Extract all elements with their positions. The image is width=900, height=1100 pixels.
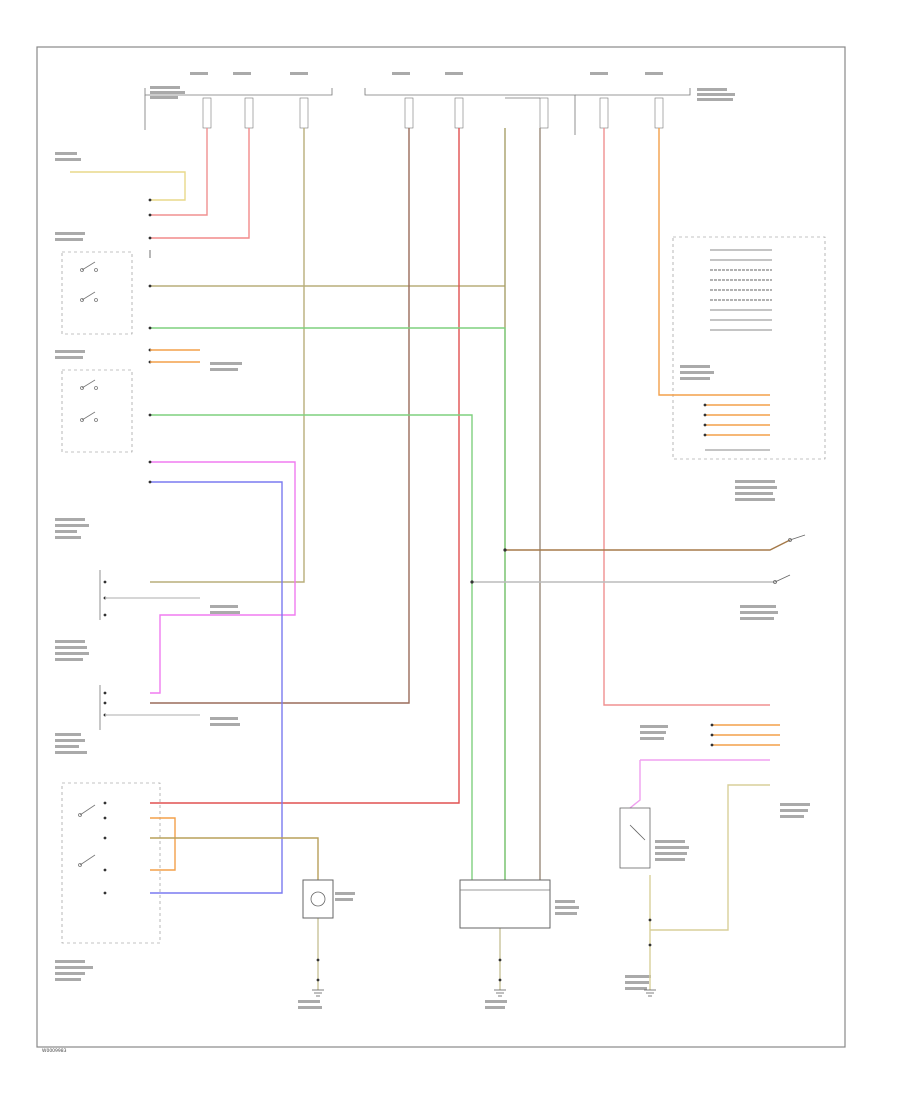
right-stubs-lower (712, 724, 780, 746)
fuse-8 (654, 97, 664, 129)
wire-pink-fuse1 (150, 128, 208, 216)
wire-orange-fuse8 (658, 128, 770, 396)
right-mid-switch (773, 534, 806, 584)
central-module (459, 879, 551, 929)
wire-yellow-top (70, 171, 186, 201)
wire-red-fuse2 (150, 128, 250, 239)
fuse-labels (55, 72, 810, 1009)
switch-contacts-upper (80, 261, 98, 302)
fuse-block-middle (364, 88, 576, 135)
switch-contacts-lower (80, 379, 98, 422)
lamp-symbol (302, 879, 334, 919)
fuse-block-left (144, 88, 333, 130)
wire-brown-mid (505, 539, 791, 551)
wire-pink-vertical (629, 760, 641, 809)
switch-box-upper (61, 251, 133, 335)
fuse-5 (454, 97, 464, 129)
wire-red-fuse7 (603, 128, 770, 706)
right-switch-symbol (619, 807, 651, 869)
wire-orange-switch (150, 817, 176, 871)
wire-olive-lower-right (650, 784, 770, 931)
wire-red-fuse5 (150, 128, 460, 804)
diagram-id: W0009983 (42, 1048, 67, 1054)
wire-brown-fuse4 (150, 128, 410, 704)
fuse-4 (404, 97, 414, 129)
wire-green-upper (150, 327, 506, 880)
light-switch-contacts (78, 804, 96, 867)
fuse-6 (539, 97, 549, 129)
wire-green-lower (150, 414, 473, 880)
wire-olive-switch (150, 837, 319, 880)
module-stubs-upper (710, 249, 772, 331)
fuse-3 (299, 97, 309, 129)
diagram-border (36, 46, 846, 1048)
switch-box-lower (61, 369, 133, 453)
control-module-box (672, 236, 826, 460)
fuse-set (202, 97, 664, 129)
module-stubs-lower (705, 404, 770, 451)
ground-symbols (312, 989, 656, 997)
fuse-block-right (575, 88, 691, 96)
wire-olive-fuse3 (150, 128, 305, 583)
left-stubs (105, 250, 200, 716)
fuse-1 (202, 97, 212, 129)
wire-blue (150, 481, 283, 894)
light-switch-box (61, 782, 161, 944)
fuse-2 (244, 97, 254, 129)
wire-magenta (150, 461, 296, 694)
fuse-7 (599, 97, 609, 129)
